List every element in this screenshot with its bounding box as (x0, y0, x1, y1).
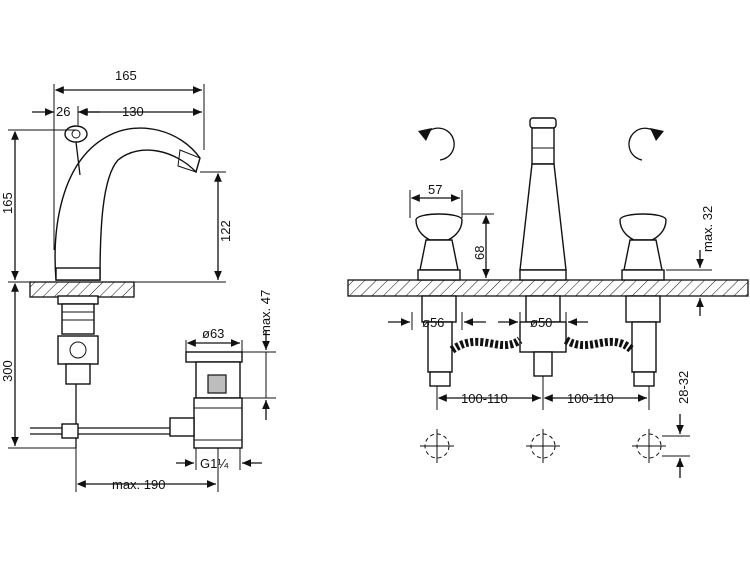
valve-block (57, 335, 99, 365)
dim-26: 26 (56, 104, 70, 119)
counter-top-left (29, 281, 135, 298)
side-view: 165 26 130 165 122 300 (0, 68, 276, 492)
dim-122: 122 (218, 220, 233, 242)
waste-drain (169, 351, 243, 449)
dim-max-47: max. 47 (258, 290, 273, 336)
dim-max-32: max. 32 (700, 206, 715, 252)
right-handle (619, 213, 667, 387)
dim-68: 68 (472, 246, 487, 260)
dim-100-110-left: 100-110 (461, 391, 508, 406)
lever-handle (64, 125, 88, 143)
dim-g1-1-4: G1¼ (200, 456, 228, 471)
hose-right (563, 336, 635, 354)
dim-d50: ø50 (530, 315, 552, 330)
rotate-ccw-icon (424, 127, 455, 161)
dim-57: 57 (428, 182, 442, 197)
dim-165-width: 165 (115, 68, 137, 83)
dim-165-height: 165 (0, 192, 15, 214)
hole-positions (420, 429, 666, 463)
front-view: 57 68 max. 32 ø56 ø50 (347, 117, 749, 478)
center-spout (519, 117, 567, 377)
hose-left (449, 336, 523, 354)
dimensions-right: 57 68 max. 32 ø56 ø50 (388, 182, 715, 478)
counter-top-right (347, 279, 749, 297)
left-handle (415, 213, 463, 387)
dim-100-110-right: 100-110 (567, 391, 614, 406)
dim-300: 300 (0, 360, 15, 382)
dim-max-190: max. 190 (112, 477, 165, 492)
dim-28-32: 28-32 (676, 371, 691, 404)
dim-d56: ø56 (422, 315, 444, 330)
dimensions-left: 165 26 130 165 122 300 (0, 68, 276, 492)
dim-d63: ø63 (202, 326, 224, 341)
dim-130: 130 (122, 104, 144, 119)
